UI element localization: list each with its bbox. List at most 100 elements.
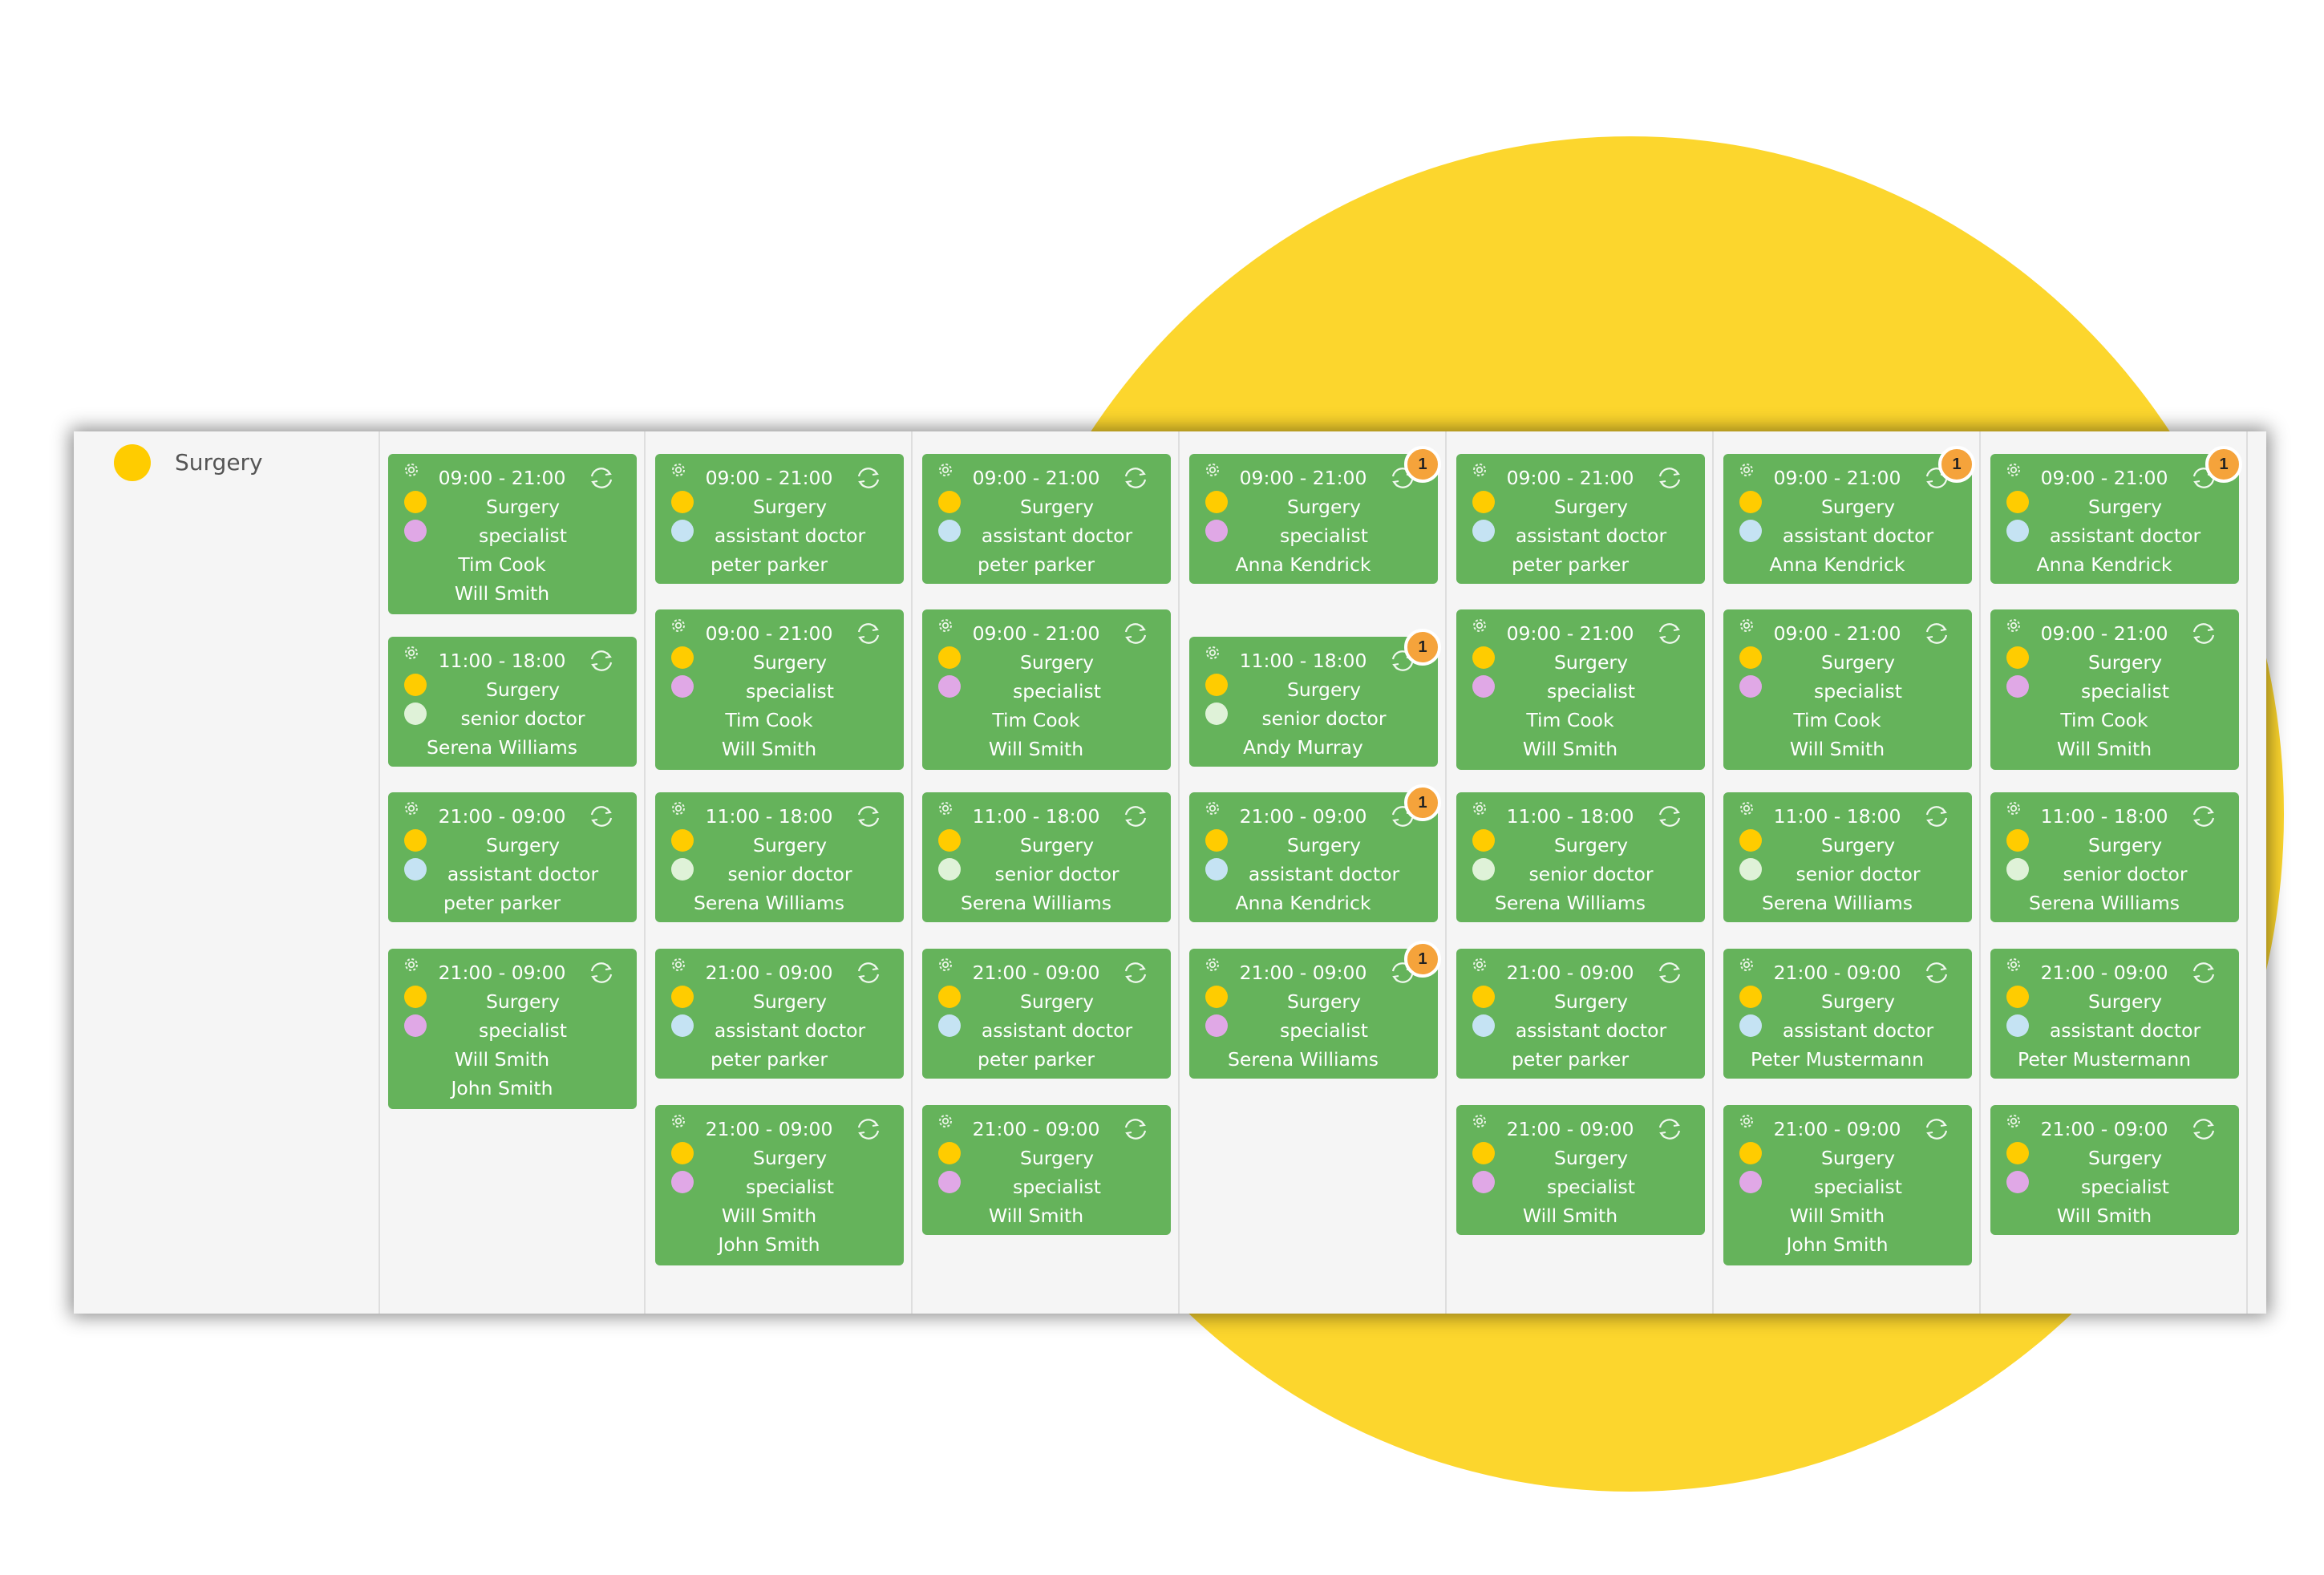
sync-icon[interactable] [587, 648, 616, 674]
shift-person[interactable]: John Smith [451, 1077, 553, 1099]
notification-badge[interactable]: 1 [1404, 941, 1441, 978]
gear-icon[interactable] [1470, 460, 1489, 480]
shift-person[interactable]: peter parker [1511, 553, 1630, 576]
sync-icon[interactable] [1922, 621, 1951, 646]
gear-icon[interactable] [1737, 955, 1756, 974]
gear-icon[interactable] [669, 460, 688, 480]
gear-icon[interactable] [669, 955, 688, 974]
shift-person[interactable]: peter parker [710, 553, 828, 576]
gear-icon[interactable] [402, 955, 421, 974]
notification-badge[interactable]: 1 [1404, 446, 1441, 483]
shift-person[interactable]: Andy Murray [1243, 736, 1363, 759]
sync-icon[interactable] [1655, 621, 1684, 646]
gear-icon[interactable] [2004, 460, 2023, 480]
shift-person[interactable]: Will Smith [988, 738, 1084, 760]
gear-icon[interactable] [1470, 1111, 1489, 1131]
sync-icon[interactable] [587, 804, 616, 829]
gear-icon[interactable] [1203, 799, 1222, 818]
sync-icon[interactable] [854, 960, 883, 986]
sync-icon[interactable] [1655, 804, 1684, 829]
shift-person[interactable]: Will Smith [2056, 1205, 2152, 1227]
shift-person[interactable]: peter parker [443, 892, 561, 914]
shift-person[interactable]: Will Smith [454, 582, 550, 605]
shift-person[interactable]: Will Smith [1789, 738, 1885, 760]
sync-icon[interactable] [854, 1116, 883, 1142]
shift-person[interactable]: Serena Williams [960, 892, 1112, 914]
gear-icon[interactable] [669, 1111, 688, 1131]
shift-person[interactable]: Serena Williams [2028, 892, 2180, 914]
gear-icon[interactable] [669, 616, 688, 635]
gear-icon[interactable] [1470, 955, 1489, 974]
sync-icon[interactable] [1121, 465, 1150, 491]
gear-icon[interactable] [1470, 799, 1489, 818]
sync-icon[interactable] [1121, 804, 1150, 829]
shift-person[interactable]: Anna Kendrick [1235, 892, 1371, 914]
shift-person[interactable]: Anna Kendrick [2036, 553, 2172, 576]
gear-icon[interactable] [1203, 460, 1222, 480]
sync-icon[interactable] [587, 465, 616, 491]
shift-person[interactable]: Peter Mustermann [1750, 1048, 1924, 1071]
sync-icon[interactable] [854, 804, 883, 829]
shift-person[interactable]: Serena Williams [1494, 892, 1646, 914]
shift-person[interactable]: Tim Cook [458, 553, 546, 576]
shift-person[interactable]: peter parker [977, 553, 1095, 576]
gear-icon[interactable] [936, 1111, 955, 1131]
shift-person[interactable]: Anna Kendrick [1235, 553, 1371, 576]
sync-icon[interactable] [1655, 960, 1684, 986]
shift-person[interactable]: Peter Mustermann [2017, 1048, 2191, 1071]
shift-person[interactable]: Will Smith [1522, 1205, 1618, 1227]
shift-person[interactable]: Tim Cook [725, 709, 813, 731]
gear-icon[interactable] [1737, 460, 1756, 480]
sync-icon[interactable] [587, 960, 616, 986]
shift-person[interactable]: Tim Cook [1793, 709, 1881, 731]
sync-icon[interactable] [1121, 621, 1150, 646]
sync-icon[interactable] [2189, 960, 2218, 986]
sync-icon[interactable] [854, 621, 883, 646]
sync-icon[interactable] [1655, 1116, 1684, 1142]
sync-icon[interactable] [2189, 1116, 2218, 1142]
gear-icon[interactable] [402, 643, 421, 662]
gear-icon[interactable] [1203, 955, 1222, 974]
gear-icon[interactable] [669, 799, 688, 818]
gear-icon[interactable] [2004, 955, 2023, 974]
shift-person[interactable]: John Smith [1786, 1233, 1889, 1256]
shift-person[interactable]: Will Smith [1522, 738, 1618, 760]
gear-icon[interactable] [1737, 799, 1756, 818]
notification-badge[interactable]: 1 [2205, 446, 2242, 483]
shift-person[interactable]: peter parker [710, 1048, 828, 1071]
sync-icon[interactable] [1922, 1116, 1951, 1142]
shift-person[interactable]: Serena Williams [693, 892, 845, 914]
gear-icon[interactable] [1737, 1111, 1756, 1131]
shift-person[interactable]: peter parker [977, 1048, 1095, 1071]
shift-person[interactable]: Tim Cook [992, 709, 1080, 731]
gear-icon[interactable] [2004, 799, 2023, 818]
